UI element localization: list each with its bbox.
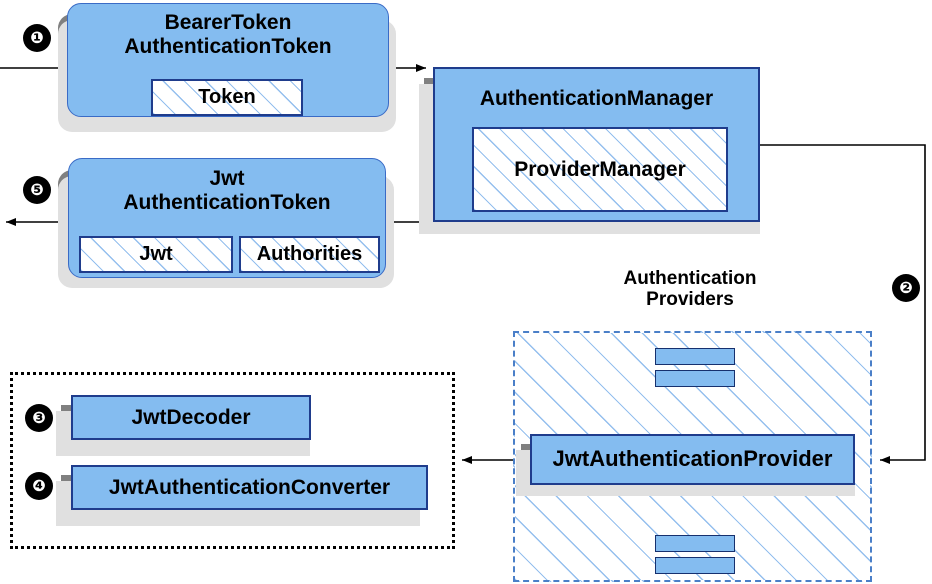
bearer-token-title-line1: BearerToken	[164, 11, 292, 34]
node-jwt-authentication-provider[interactable]: JwtAuthenticationProvider	[530, 434, 855, 485]
jwt-support-region	[10, 372, 455, 549]
step-marker-5: ❺	[24, 177, 50, 203]
step-marker-4: ❹	[26, 473, 52, 499]
jwt-token-slot-jwt: Jwt	[79, 236, 233, 273]
node-jwt-decoder[interactable]: JwtDecoder	[71, 395, 311, 440]
provider-sibling-bar-1	[655, 348, 735, 365]
step-marker-3: ❸	[26, 405, 52, 431]
authentication-providers-label: Authentication Providers	[590, 268, 790, 311]
node-jwt-authentication-token[interactable]: Jwt AuthenticationToken Jwt Authorities	[68, 158, 386, 278]
jwt-token-title-line1: Jwt	[209, 167, 245, 190]
provider-sibling-bar-4	[655, 557, 735, 574]
node-bearer-token-authentication-token[interactable]: BearerToken AuthenticationToken Token	[67, 3, 389, 117]
provider-sibling-bar-3	[655, 535, 735, 552]
step-marker-1: ❶	[24, 25, 50, 51]
step-marker-2: ❷	[893, 275, 919, 301]
node-jwt-authentication-converter[interactable]: JwtAuthenticationConverter	[71, 465, 428, 510]
bearer-token-title-line2: AuthenticationToken	[124, 34, 332, 58]
authentication-manager-inner-provider-manager: ProviderManager	[472, 127, 728, 212]
jwt-token-title-line2: AuthenticationToken	[123, 190, 331, 214]
authentication-providers-label-line1: Authentication	[623, 268, 757, 289]
provider-sibling-bar-2	[655, 370, 735, 387]
authentication-manager-title: AuthenticationManager	[479, 87, 714, 110]
bearer-token-slot-token: Token	[151, 79, 303, 116]
node-authentication-manager[interactable]: AuthenticationManager ProviderManager	[433, 67, 760, 222]
jwt-token-slot-authorities: Authorities	[239, 236, 380, 273]
authentication-providers-label-line2: Providers	[646, 289, 734, 311]
